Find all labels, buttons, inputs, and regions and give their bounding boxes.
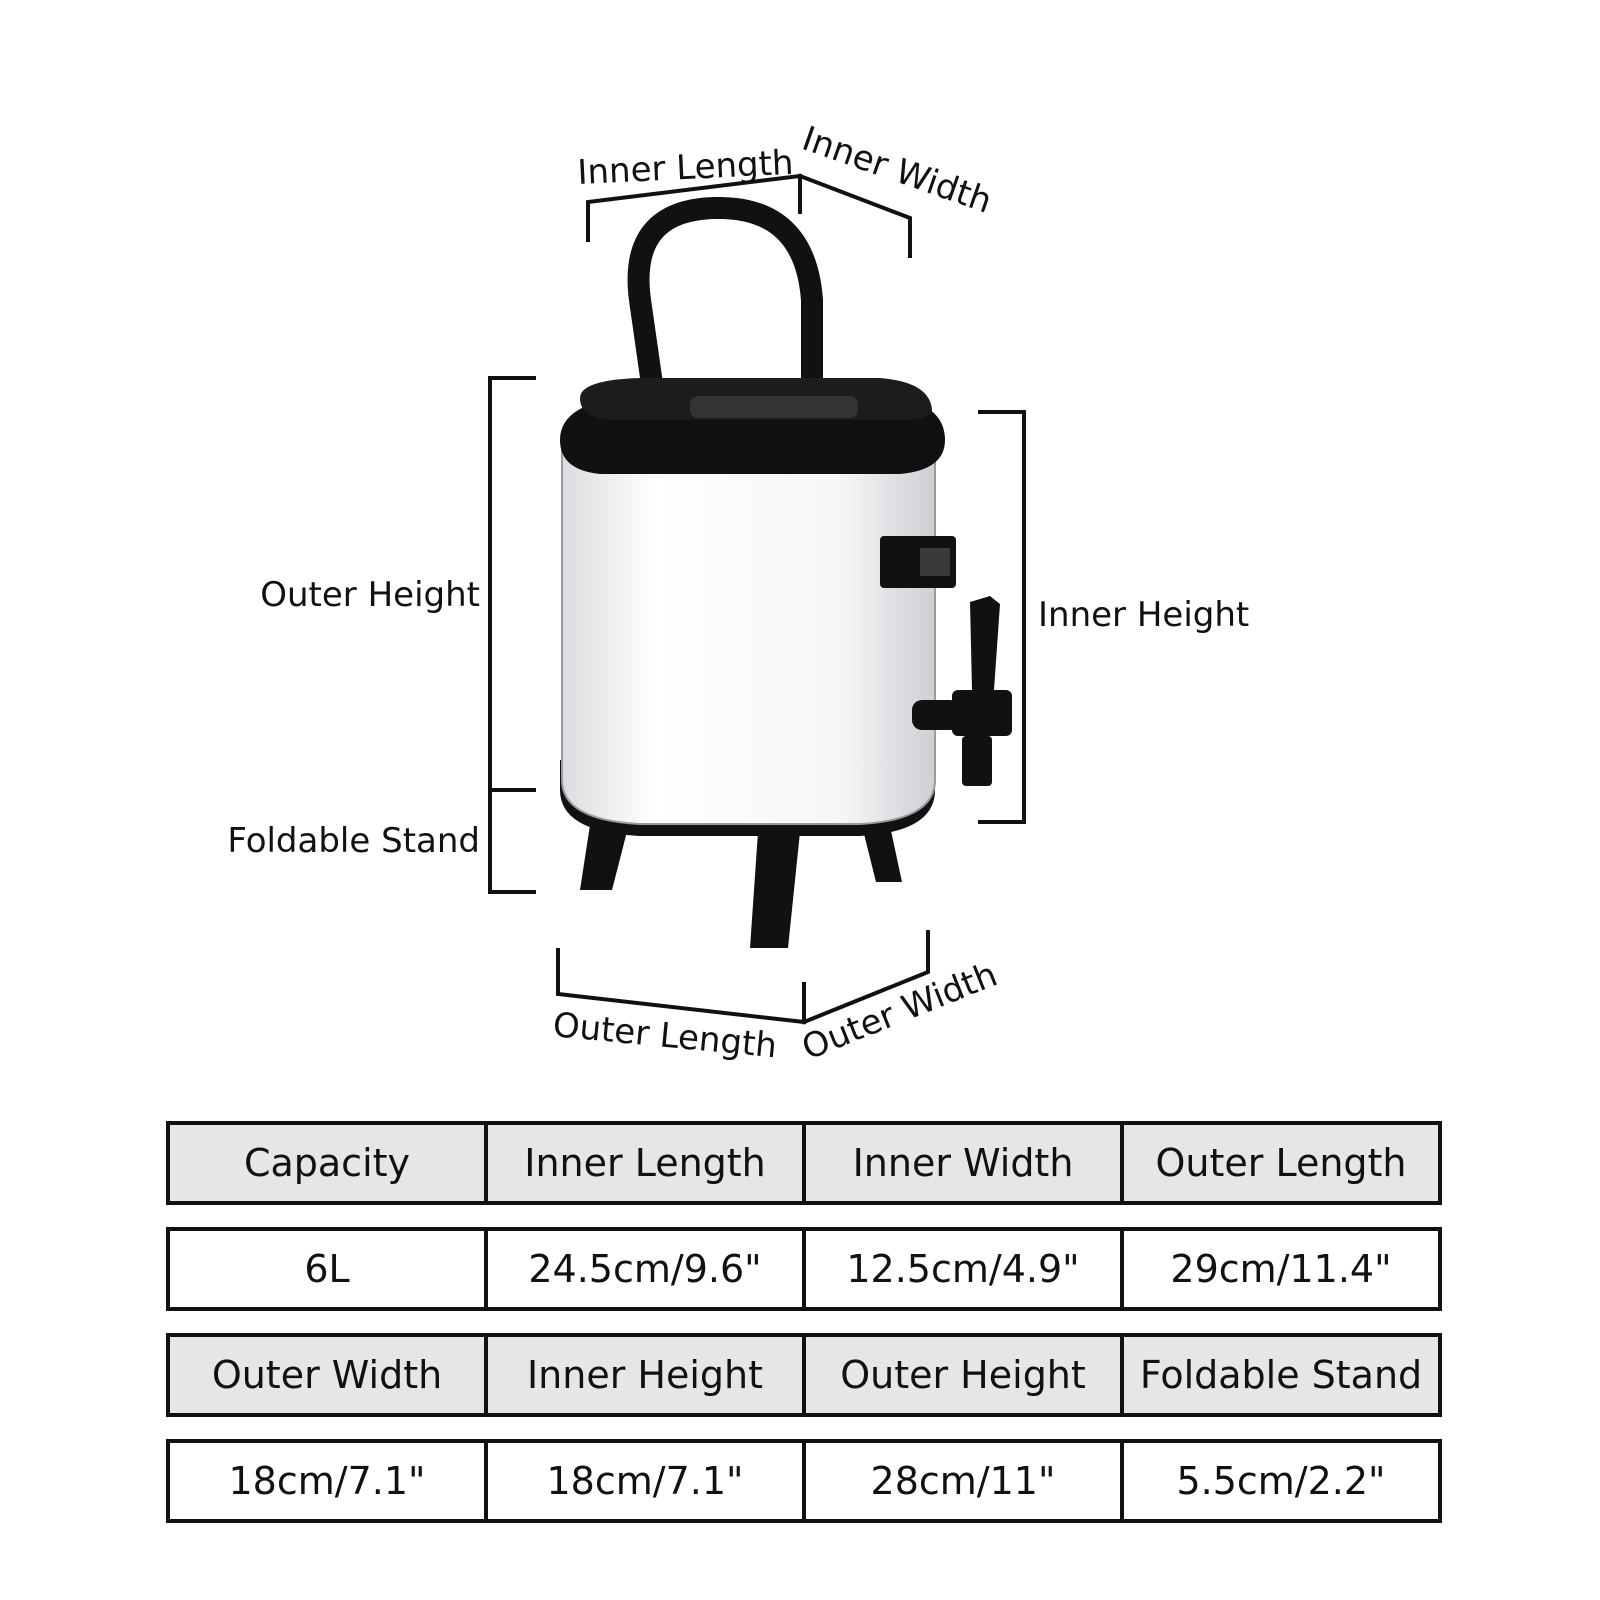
dispenser-leg — [862, 826, 902, 882]
spec-value-cell: 12.5cm/4.9" — [806, 1231, 1124, 1307]
spec-header-cell: Outer Length — [1124, 1125, 1438, 1201]
dispenser-illustration — [560, 196, 1012, 948]
spec-header-cell: Outer Width — [170, 1337, 488, 1413]
spec-value-cell: 18cm/7.1" — [170, 1443, 488, 1519]
temperature-display-screen — [920, 548, 950, 576]
inner-width-bracket — [797, 173, 912, 258]
dispenser-tap — [912, 596, 1012, 786]
dispenser-lid-opening — [690, 396, 858, 418]
spec-value-cell: 5.5cm/2.2" — [1124, 1443, 1438, 1519]
spec-header-cell: Outer Height — [806, 1337, 1124, 1413]
dimension-diagram: Inner Length Inner Width Outer Height Fo… — [227, 119, 1249, 1069]
inner-height-bracket — [978, 410, 1026, 824]
spec-value-cell: 24.5cm/9.6" — [488, 1231, 806, 1307]
inner-length-label: Inner Length — [577, 143, 795, 193]
spec-header-row: Capacity Inner Length Inner Width Outer … — [166, 1121, 1442, 1205]
spec-value-cell: 18cm/7.1" — [488, 1443, 806, 1519]
spec-header-row: Outer Width Inner Height Outer Height Fo… — [166, 1333, 1442, 1417]
dispenser-handle — [627, 196, 823, 451]
inner-length-bracket — [586, 173, 802, 242]
specification-table: Capacity Inner Length Inner Width Outer … — [166, 1121, 1442, 1523]
outer-height-label: Outer Height — [260, 575, 480, 615]
foldable-stand-label: Foldable Stand — [227, 821, 480, 861]
foldable-stand-bracket — [488, 788, 536, 894]
outer-height-bracket — [488, 376, 536, 792]
inner-height-label: Inner Height — [1038, 595, 1249, 635]
spec-value-cell: 28cm/11" — [806, 1443, 1124, 1519]
dispenser-body — [561, 423, 936, 825]
spec-value-cell: 6L — [170, 1231, 488, 1307]
spec-header-cell: Inner Height — [488, 1337, 806, 1413]
outer-length-bracket — [556, 948, 806, 1025]
spec-value-row: 6L 24.5cm/9.6" 12.5cm/4.9" 29cm/11.4" — [166, 1227, 1442, 1311]
spec-value-row: 18cm/7.1" 18cm/7.1" 28cm/11" 5.5cm/2.2" — [166, 1439, 1442, 1523]
inner-width-label: Inner Width — [797, 119, 997, 222]
dispenser-leg — [750, 832, 800, 948]
outer-width-bracket — [801, 930, 930, 1025]
spec-header-cell: Foldable Stand — [1124, 1337, 1438, 1413]
dimension-brackets — [488, 173, 1026, 1025]
spec-header-cell: Capacity — [170, 1125, 488, 1201]
spec-value-cell: 29cm/11.4" — [1124, 1231, 1438, 1307]
spec-header-cell: Inner Length — [488, 1125, 806, 1201]
spec-header-cell: Inner Width — [806, 1125, 1124, 1201]
